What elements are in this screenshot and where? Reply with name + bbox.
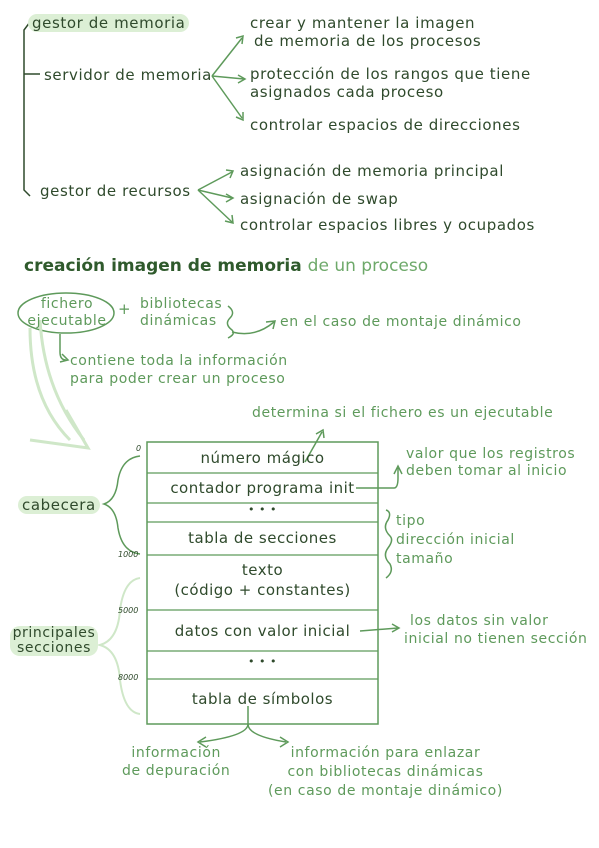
servidor-item-3: controlar espacios de direcciones	[250, 116, 521, 134]
determina-note: determina si el fichero es un ejecutable	[252, 405, 554, 421]
tick-0: 0	[136, 444, 142, 453]
gestor-recursos-label: gestor de recursos	[40, 182, 191, 200]
recursos-item-2: asignación de swap	[240, 190, 399, 208]
recursos-item-3: controlar espacios libres y ocupados	[240, 216, 535, 234]
datos-sin-valor-note: los datos sin valor inicial no tienen se…	[404, 613, 588, 647]
section-title: creación imagen de memoria de un proceso	[24, 256, 429, 276]
tick-5000: 5000	[118, 606, 139, 615]
row-tabla-simbolos: tabla de símbolos	[191, 690, 334, 708]
info-depuracion-note: información de depuración	[122, 745, 231, 779]
principales-secciones-label: principales secciones	[10, 626, 98, 656]
gestor-memoria-label: gestor de memoria	[28, 14, 190, 32]
montaje-note: en el caso de montaje dinámico	[280, 314, 522, 330]
cabecera-label: cabecera	[18, 496, 100, 514]
contiene-note: contiene toda la información para poder …	[70, 353, 288, 387]
servidor-item-1: crear y mantener la imagen de memoria de…	[250, 14, 482, 50]
row-contador-programa: contador programa init	[170, 479, 355, 497]
fichero-ejecutable: fichero ejecutable	[27, 296, 107, 329]
servidor-item-2: protección de los rangos que tiene asign…	[250, 65, 531, 101]
row-dots-1: • • •	[248, 503, 277, 516]
row-numero-magico: número mágico	[200, 449, 325, 467]
plus-sign: +	[118, 300, 132, 318]
tick-1000: 1000	[118, 550, 139, 559]
row-texto: texto (código + constantes)	[174, 561, 351, 599]
servidor-memoria-label: servidor de memoria	[44, 66, 212, 84]
valor-registros-note: valor que los registros deben tomar al i…	[406, 446, 576, 479]
info-enlazar-note: información para enlazar con bibliotecas…	[268, 745, 503, 799]
recursos-item-1: asignación de memoria principal	[240, 162, 504, 180]
row-dots-2: • • •	[248, 655, 277, 668]
row-tabla-secciones: tabla de secciones	[188, 529, 337, 547]
tabla-secciones-info: tipo dirección inicial tamaño	[396, 513, 515, 567]
bibliotecas-dinamicas: bibliotecas dinámicas	[140, 296, 223, 329]
tick-8000: 8000	[118, 673, 139, 682]
row-datos-valor-inicial: datos con valor inicial	[174, 622, 351, 640]
